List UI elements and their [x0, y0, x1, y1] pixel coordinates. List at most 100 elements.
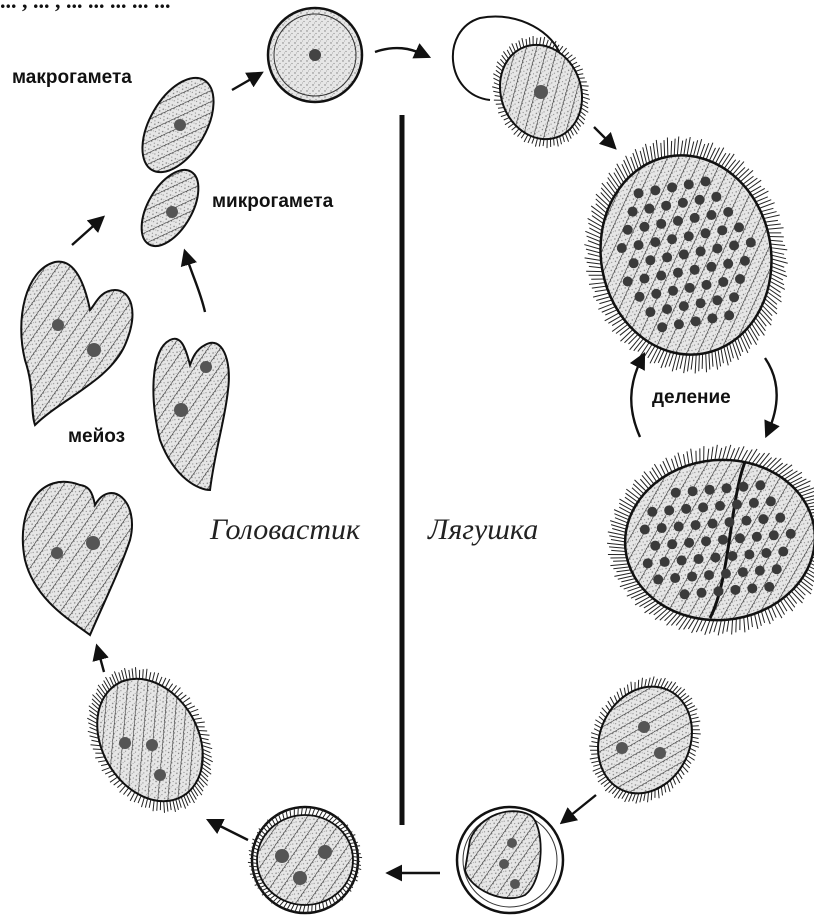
- nucleus-dot: [651, 289, 661, 299]
- cilium: [202, 745, 212, 748]
- cilium: [682, 766, 688, 773]
- nucleus-dot: [775, 513, 785, 523]
- trophont-small: [581, 671, 709, 809]
- cilium: [145, 798, 147, 807]
- cilium: [688, 709, 697, 713]
- cilium: [761, 308, 772, 320]
- cilium: [174, 688, 180, 695]
- nucleus-dot: [740, 256, 750, 266]
- nucleus-dot: [690, 213, 700, 223]
- cilium: [771, 606, 776, 617]
- cilium: [609, 536, 625, 539]
- cilium: [604, 782, 610, 787]
- cilium: [88, 731, 98, 734]
- cilium: [588, 254, 601, 257]
- cilium: [715, 148, 723, 164]
- cilium: [695, 354, 696, 373]
- cilium: [593, 768, 602, 772]
- cilium: [592, 286, 607, 288]
- cilium: [771, 248, 787, 250]
- encysting-cell: [457, 807, 563, 913]
- cilium: [655, 679, 658, 687]
- cilium: [680, 693, 686, 698]
- cilium: [766, 458, 777, 469]
- cilium: [568, 131, 571, 139]
- cilium: [640, 793, 642, 802]
- cilium: [767, 228, 783, 229]
- cilium: [671, 459, 675, 471]
- dividing-cell: [607, 445, 814, 636]
- cilium: [122, 670, 125, 681]
- cilium: [591, 206, 605, 217]
- nucleus-dot: [691, 316, 701, 326]
- cilium: [168, 684, 172, 690]
- cilium: [614, 573, 632, 577]
- cilium: [601, 188, 612, 200]
- cilium: [684, 617, 692, 629]
- cilium: [192, 714, 199, 716]
- nucleus-dot: [713, 586, 723, 596]
- nucleus-dot: [639, 274, 649, 284]
- arrow-tomite-to-heart: [98, 650, 104, 672]
- cilium: [765, 299, 777, 310]
- cilium: [706, 143, 713, 160]
- cilium: [632, 488, 642, 497]
- cilium: [149, 799, 151, 807]
- host-label-frog: Лягушка: [428, 513, 538, 547]
- cilium: [596, 297, 610, 301]
- nucleus-dot: [674, 522, 684, 532]
- cilium: [98, 760, 106, 761]
- cilium: [727, 620, 729, 632]
- cilium: [711, 447, 713, 461]
- cilium: [664, 140, 665, 157]
- nucleus-dot: [778, 547, 788, 557]
- nucleus-dot: [724, 517, 734, 527]
- cilium: [770, 277, 784, 284]
- cilium: [620, 327, 631, 335]
- cilium: [686, 759, 691, 764]
- cilium: [649, 605, 662, 614]
- cilium: [719, 448, 722, 460]
- cilium: [756, 453, 765, 465]
- cilium: [176, 799, 179, 810]
- cilium: [744, 617, 745, 632]
- cilium: [692, 619, 699, 633]
- cilium: [187, 706, 195, 709]
- cilium: [748, 449, 757, 463]
- nucleus-dot: [688, 486, 698, 496]
- cilium: [93, 695, 102, 704]
- cilium: [114, 780, 121, 785]
- cilium: [651, 677, 654, 687]
- nucleus-dot: [764, 582, 774, 592]
- cilium: [589, 283, 605, 285]
- cilium: [512, 43, 516, 51]
- cyst-top: [268, 8, 362, 102]
- nucleus-dot: [623, 225, 633, 235]
- nucleus-dot: [738, 567, 748, 577]
- cilium: [768, 288, 781, 297]
- cilium: [687, 355, 689, 372]
- cilium: [132, 668, 133, 678]
- cilium: [729, 343, 733, 358]
- cilium: [608, 316, 621, 324]
- cilium: [601, 193, 611, 204]
- cilium: [792, 479, 806, 486]
- cilium: [629, 793, 633, 802]
- cilium: [756, 197, 768, 202]
- excysting-cell: [453, 16, 595, 150]
- cilium: [759, 453, 769, 466]
- cilium: [586, 249, 601, 253]
- cilium: [110, 677, 114, 686]
- cilium: [614, 510, 630, 517]
- cilium: [92, 699, 100, 706]
- cilium: [636, 793, 639, 803]
- cilium: [653, 143, 655, 160]
- cilium: [599, 300, 612, 304]
- cilium: [141, 797, 144, 807]
- cilium: [599, 716, 604, 721]
- cilium: [707, 449, 708, 461]
- cilium: [771, 259, 787, 263]
- cilium: [162, 678, 166, 686]
- cilium: [690, 142, 694, 156]
- cilium: [771, 263, 784, 268]
